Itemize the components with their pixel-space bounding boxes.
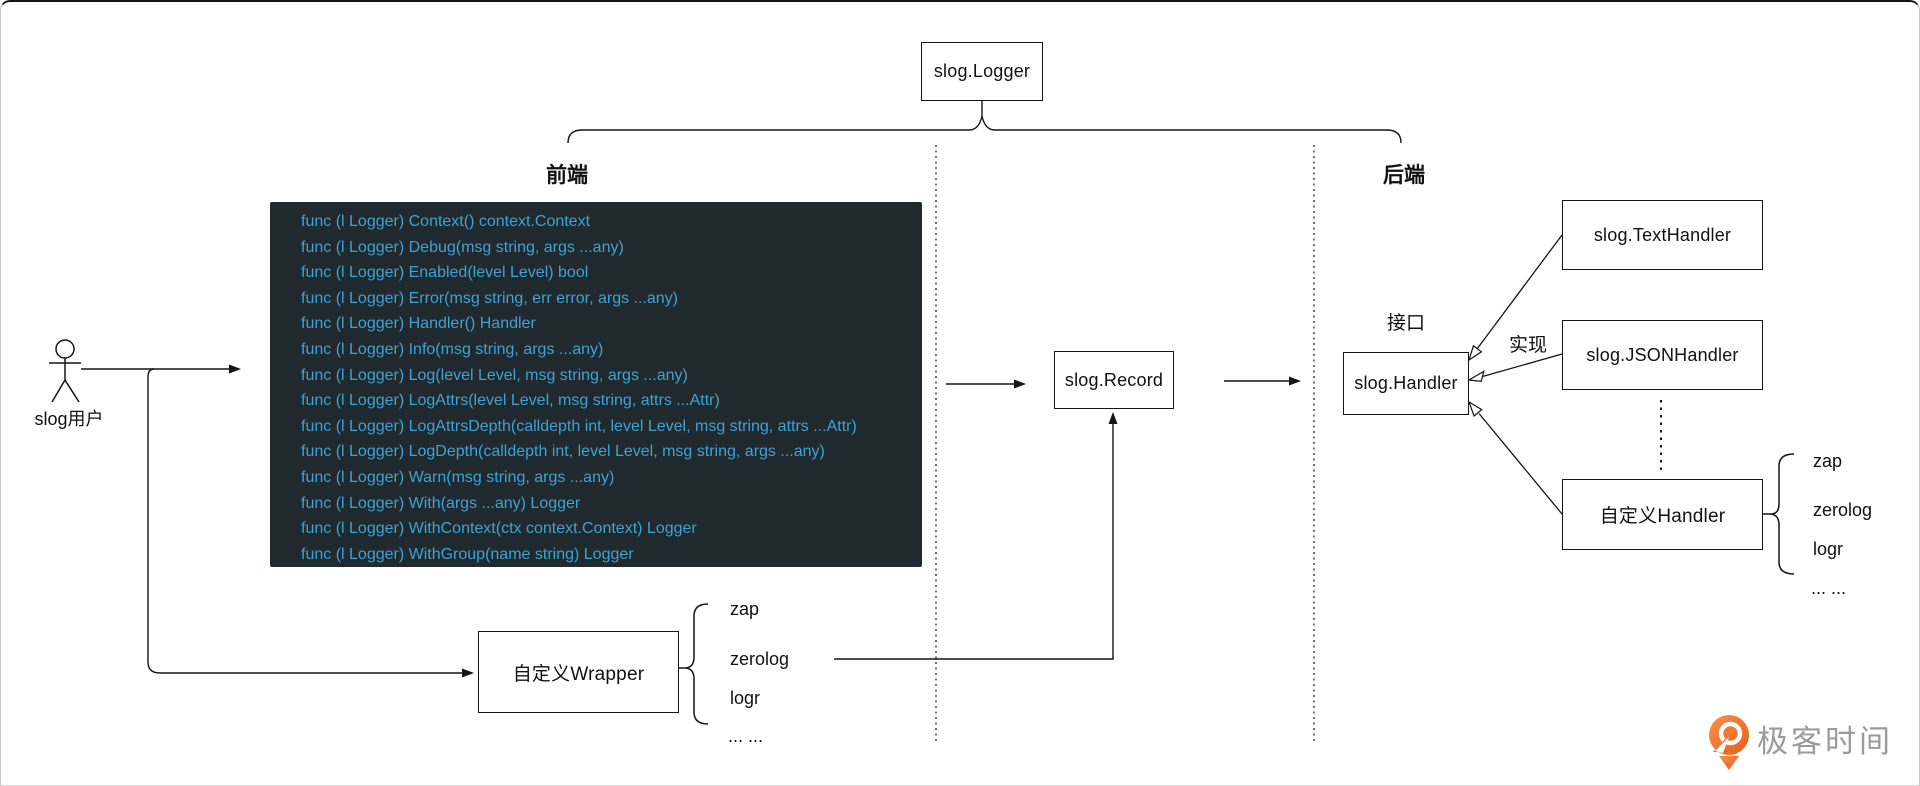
wrapper-list-item-zerolog: zerolog [730,649,790,669]
section-separators [935,145,1315,743]
wrapper-list-item-zap: zap [730,599,760,619]
arrow-user-to-logger [81,364,241,374]
code-line: func (l Logger) Context() context.Contex… [301,213,591,230]
user-stick-figure-icon [49,339,81,403]
code-line: func (l Logger) LogDepth(calldepth int, … [301,443,825,461]
geektime-logo-text: 极客时间 [1757,724,1893,759]
geektime-logo-icon [1709,715,1749,770]
interface-label: 接口 [1386,313,1425,334]
code-line: func (l Logger) LogAttrs(level Level, ms… [301,392,720,410]
slog-record-box: slog.Record [1054,351,1174,409]
slog-handler-box: slog.Handler [1343,352,1469,415]
user-label: slog用户 [34,409,104,429]
arrow-user-to-wrapper [147,368,474,678]
custom-handler-box: 自定义Handler [1562,479,1763,550]
arrow-record-to-handler [1224,376,1301,386]
code-line: func (l Logger) Debug(msg string, args .… [301,238,624,256]
implements-open-arrowheads [1467,344,1485,418]
wrapper-list-item-logr: logr [730,688,761,708]
backend-section-label: 后端 [1383,164,1425,187]
slog-jsonhandler-box: slog.JSONHandler [1562,320,1763,390]
code-line: func (l Logger) With(args ...any) Logger [301,494,581,512]
handler-list-item-zerolog: zerolog [1813,500,1873,520]
code-line: func (l Logger) WithContext(ctx context.… [301,520,697,538]
code-line: func (l Logger) Enabled(level Level) boo… [301,264,589,282]
code-line: func (l Logger) Error(msg string, err er… [301,289,678,307]
wrapper-list-brace [679,603,709,725]
implements-label: 实现 [1508,335,1547,356]
arrow-logger-to-record [946,379,1026,389]
arrow-wrapper-list-to-record [834,412,1118,660]
code-line: func (l Logger) WithGroup(name string) L… [301,545,634,563]
code-line: func (l Logger) Warn(msg string, args ..… [301,468,615,486]
code-line: func (l Logger) Info(msg string, args ..… [301,340,604,358]
code-line: func (l Logger) Log(level Level, msg str… [301,366,688,384]
top-brace [567,101,1402,144]
implements-edges [1476,234,1563,515]
code-line: func (l Logger) LogAttrsDepth(calldepth … [301,417,857,435]
handler-list-item-zap: zap [1813,451,1843,471]
handler-list-item-more: ... ... [1811,578,1847,598]
logger-methods-code-block: func (l Logger) Context() context.Contex… [270,202,922,567]
code-line: func (l Logger) Handler() Handler [301,315,536,333]
frontend-section-label: 前端 [546,164,588,187]
slog-texthandler-box: slog.TextHandler [1562,200,1763,270]
slog-logger-box: slog.Logger [921,42,1043,101]
wrapper-list-item-more: ... ... [728,726,764,746]
handler-list-brace [1763,453,1795,575]
custom-wrapper-box: 自定义Wrapper [478,631,679,713]
handler-list-item-logr: logr [1813,539,1844,559]
